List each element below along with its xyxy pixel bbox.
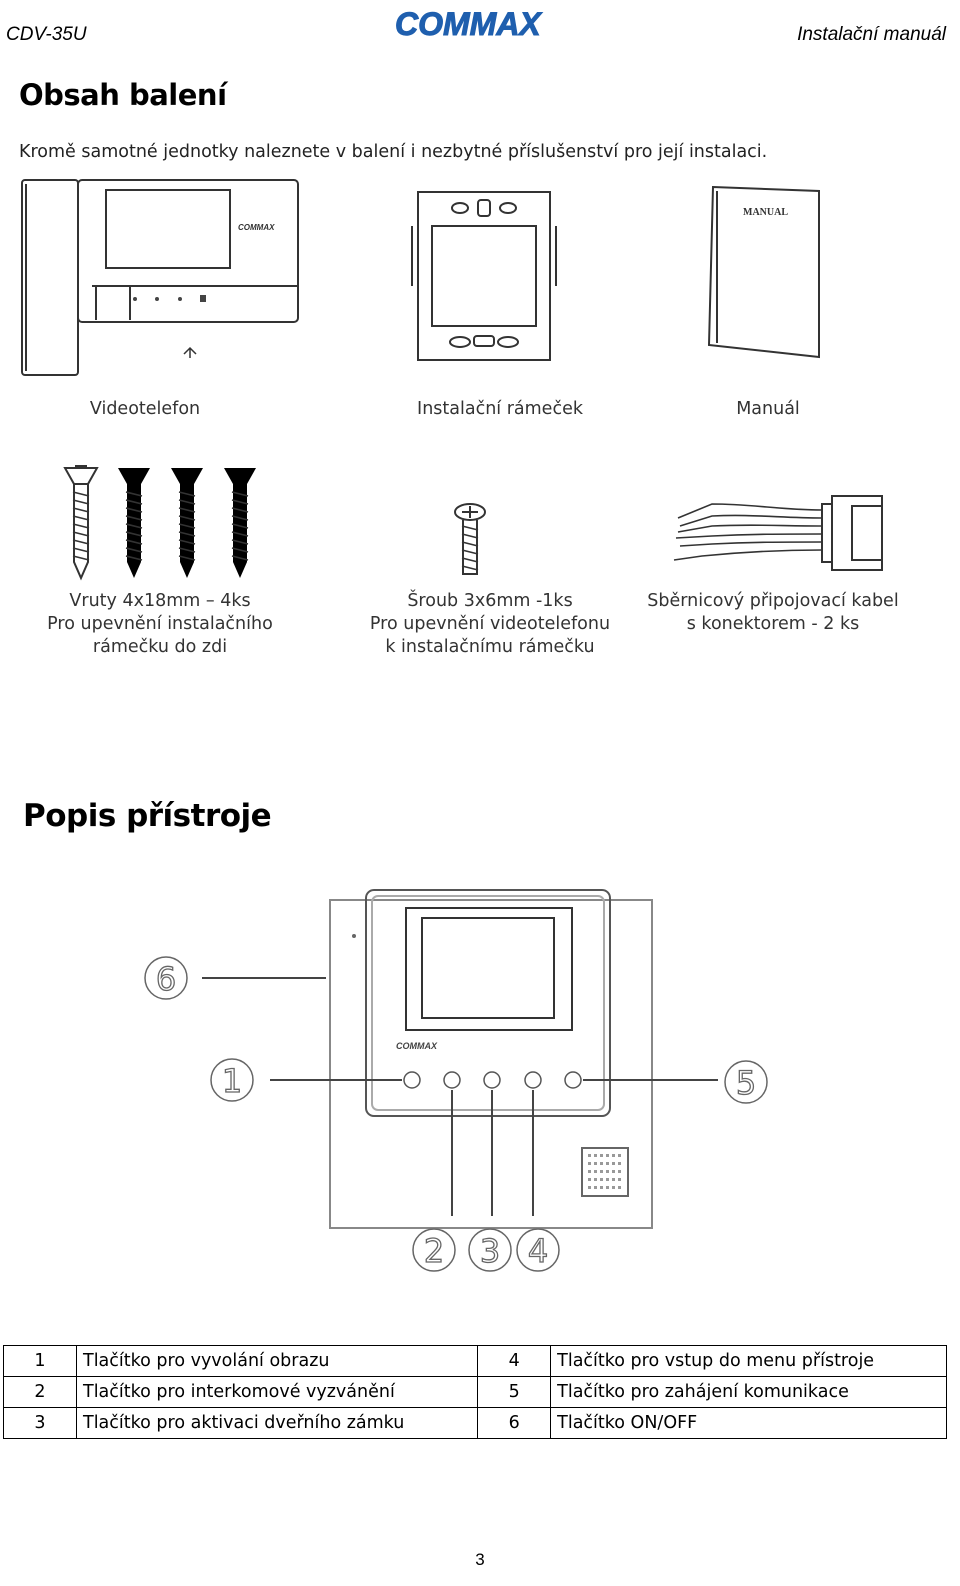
page-number: 3 bbox=[475, 1550, 485, 1569]
document-title: Instalační manuál bbox=[797, 24, 946, 45]
legend-num: 2 bbox=[3, 1376, 77, 1408]
commax-logo: COMMAX bbox=[395, 6, 543, 43]
legend-text: Tlačítko pro aktivaci dveřního zámku bbox=[75, 1407, 479, 1439]
wood-screws-illustration bbox=[63, 465, 257, 581]
device-front-diagram: COMMAX 6 1 5 2 3 4 bbox=[144, 889, 768, 1272]
model-name: CDV-35U bbox=[6, 24, 87, 45]
callout-6: 6 bbox=[156, 960, 176, 998]
svg-text:COMMAX: COMMAX bbox=[396, 1041, 438, 1051]
caption-manual: Manuál bbox=[736, 399, 800, 419]
package-intro: Kromě samotné jednotky naleznete v balen… bbox=[19, 142, 768, 162]
svg-text:COMMAX: COMMAX bbox=[238, 223, 275, 232]
legend-num: 4 bbox=[477, 1345, 552, 1377]
callout-3: 3 bbox=[480, 1232, 500, 1270]
machine-screw-illustration bbox=[454, 503, 486, 575]
videophone-illustration: COMMAX bbox=[21, 179, 299, 376]
svg-text:MANUAL: MANUAL bbox=[743, 207, 788, 218]
callout-2: 2 bbox=[424, 1232, 444, 1270]
legend-text: Tlačítko pro interkomové vyzvánění bbox=[75, 1376, 479, 1408]
caption-wood-screws: Vruty 4x18mm – 4ks Pro upevnění instalač… bbox=[47, 591, 273, 657]
legend-num: 3 bbox=[3, 1407, 77, 1439]
caption-cable: Sběrnicový připojovací kabel s konektore… bbox=[647, 591, 899, 634]
legend-num: 5 bbox=[477, 1376, 552, 1408]
table-row: 3 Tlačítko pro aktivaci dveřního zámku 6… bbox=[3, 1407, 947, 1439]
callout-4: 4 bbox=[528, 1232, 548, 1270]
table-row: 1 Tlačítko pro vyvolání obrazu 4 Tlačítk… bbox=[3, 1345, 947, 1377]
legend-num: 6 bbox=[477, 1407, 552, 1439]
legend-text: Tlačítko pro zahájení komunikace bbox=[550, 1376, 947, 1408]
caption-machine-screw: Šroub 3x6mm -1ks Pro upevnění videotelef… bbox=[369, 591, 611, 657]
legend-text: Tlačítko ON/OFF bbox=[550, 1407, 947, 1439]
section-title-package: Obsah balení bbox=[19, 78, 227, 112]
legend-text: Tlačítko pro vyvolání obrazu bbox=[75, 1345, 479, 1377]
svg-text:COMMAX: COMMAX bbox=[395, 6, 542, 42]
manual-booklet-illustration: MANUAL bbox=[707, 185, 820, 359]
caption-videophone: Videotelefon bbox=[89, 399, 201, 419]
button-legend-table: 1 Tlačítko pro vyvolání obrazu 4 Tlačítk… bbox=[3, 1345, 947, 1439]
table-row: 2 Tlačítko pro interkomové vyzvánění 5 T… bbox=[3, 1376, 947, 1408]
mounting-bracket-illustration bbox=[411, 191, 557, 361]
section-title-device: Popis přístroje bbox=[23, 798, 272, 834]
callout-1: 1 bbox=[222, 1062, 242, 1100]
connector-cable-illustration bbox=[673, 495, 883, 571]
legend-text: Tlačítko pro vstup do menu přístroje bbox=[550, 1345, 947, 1377]
legend-num: 1 bbox=[3, 1345, 77, 1377]
caption-bracket: Instalační rámeček bbox=[417, 399, 583, 419]
callout-5: 5 bbox=[736, 1064, 756, 1102]
